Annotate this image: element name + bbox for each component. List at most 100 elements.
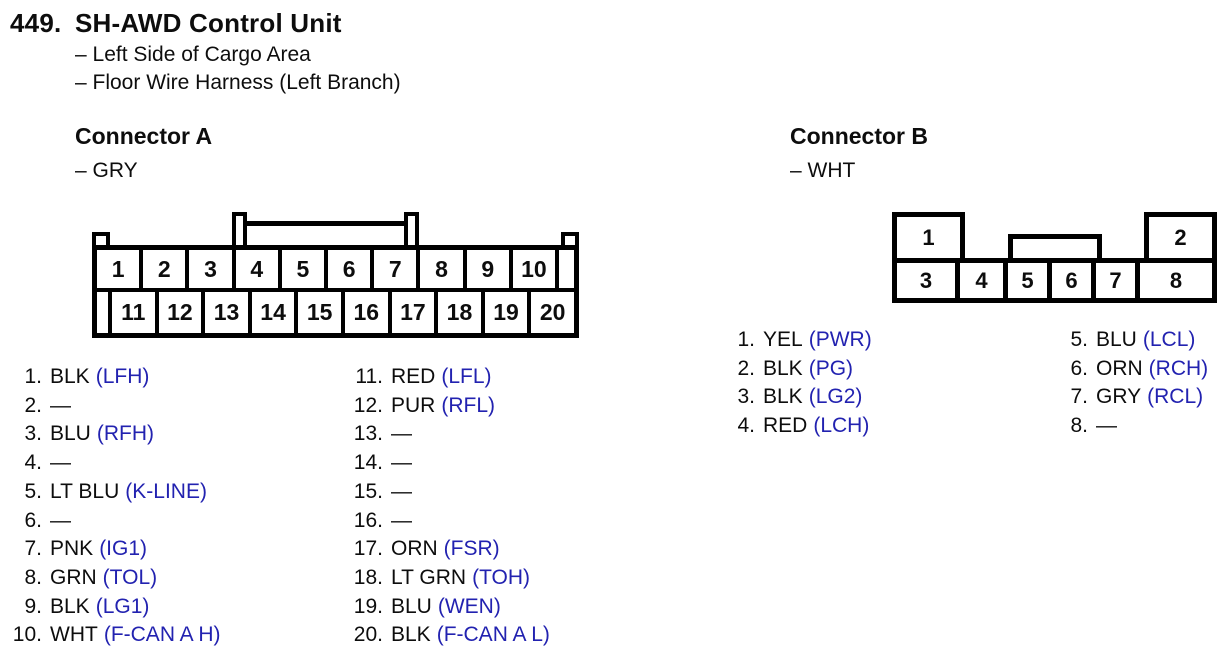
pin-signal-name: (F-CAN A L) — [436, 623, 550, 647]
pin-cavity-a17: 17 — [392, 292, 439, 333]
pin-row-b4: 4.RED(LCH) — [722, 412, 872, 441]
pin-row-a12: 12.PUR(RFL) — [346, 392, 550, 421]
pin-wire-color: BLK — [50, 365, 90, 388]
pin-number: 6. — [24, 508, 42, 532]
pin-row-b3: 3.BLK(LG2) — [722, 383, 872, 412]
pin-wire-color: LT BLU — [50, 479, 120, 503]
pin-row-a11: 11. RED(LFL) — [346, 363, 550, 392]
pin-cavity-a20: 20 — [531, 292, 574, 333]
pin-cavity-number: 7 — [1109, 267, 1122, 293]
pin-wire-color: BLU — [391, 594, 432, 618]
pin-row-b7: 7.GRY(RCL) — [1055, 383, 1208, 412]
pin-signal-name: (F-CAN A H) — [103, 623, 221, 647]
pin-row-b2: 2. BLK(PG) — [722, 355, 872, 384]
pin-cavity-number: 5 — [1021, 267, 1034, 293]
pin-row-a13: 13.— — [346, 420, 550, 449]
pin-cavity-number: 18 — [446, 299, 473, 325]
pin-number: 5. — [24, 479, 42, 503]
pin-row-b5: 5. BLU(LCL) — [1055, 326, 1208, 355]
pin-cavity-a8: 8 — [420, 250, 467, 288]
blank-cavity — [559, 250, 574, 288]
connector-a-pin-list-col1: 1.BLK(LFH)2.—3.BLU(RFH)4.—5.LT BLU(K-LIN… — [8, 363, 221, 650]
pin-row-a6: 6. — — [8, 507, 221, 536]
pin-cavity-number: 13 — [213, 299, 240, 325]
pin-cavity-number: 15 — [306, 299, 333, 325]
connector-a-corner-tab-right — [561, 232, 579, 245]
connector-a-title: Connector A — [75, 123, 213, 149]
pin-wire-color: WHT — [50, 623, 98, 647]
pin-row-a7: 7.PNK(IG1) — [8, 535, 221, 564]
connector-b-key-tab — [1008, 234, 1102, 263]
pin-wire-color: GRN — [50, 565, 97, 589]
pin-signal-name: (RFH) — [96, 422, 155, 446]
pin-row-a10: 10. WHT(F-CAN A H) — [8, 621, 221, 650]
pin-number: 1. — [24, 365, 42, 388]
pin-cavity-a14: 14 — [252, 292, 299, 333]
connector-b-pin-list-col2: 5. BLU(LCL) 6.ORN(RCH)7.GRY(RCL)8.— — [1055, 326, 1208, 441]
pin-signal-name: (LFL) — [441, 365, 492, 388]
pin-number: 19. — [353, 594, 383, 618]
pin-wire-color: RED — [763, 414, 808, 438]
pin-wire-color: — — [50, 393, 71, 417]
pin-row-b8: 8.— — [1055, 412, 1208, 441]
pin-wire-color: BLK — [763, 356, 803, 380]
pin-cavity-a9: 9 — [467, 250, 513, 288]
pin-wire-color: PNK — [50, 537, 94, 561]
pin-wire-color: ORN — [391, 537, 438, 561]
pin-wire-color: — — [50, 508, 71, 532]
pin-number: 2. — [24, 393, 42, 417]
pin-signal-name: (RCH) — [1148, 356, 1209, 380]
connector-b-heading: Connector B – WHT — [790, 123, 928, 183]
pin-cavity-number: 6 — [342, 255, 356, 282]
pin-cavity-number: 5 — [296, 255, 310, 282]
pin-row-a3: 3.BLU(RFH) — [8, 420, 221, 449]
pin-number: 10. — [12, 623, 42, 647]
pin-cavity-number: 2 — [157, 255, 171, 282]
pin-row-b6: 6.ORN(RCH) — [1055, 355, 1208, 384]
pin-row-a19: 19.BLU(WEN) — [346, 593, 550, 622]
pin-signal-name: (LCL) — [1142, 328, 1196, 351]
pin-wire-color: YEL — [763, 328, 803, 351]
pin-cavity-number: 1 — [111, 255, 125, 282]
page-title: SH-AWD Control Unit — [75, 8, 342, 38]
pin-wire-color: — — [391, 508, 412, 532]
pin-number: 15. — [353, 479, 383, 503]
pin-number: 9. — [24, 594, 42, 618]
pin-number: 14. — [353, 451, 383, 475]
pin-cavity-number: 4 — [975, 267, 988, 293]
pin-wire-color: RED — [391, 365, 436, 388]
pin-cavity-b4: 4 — [960, 263, 1008, 298]
pin-wire-color: — — [1096, 414, 1117, 438]
pin-wire-color: — — [391, 479, 412, 503]
pin-number: 3. — [24, 422, 42, 446]
pin-signal-name: (TOL) — [102, 565, 158, 589]
pin-cavity-b5: 5 — [1008, 263, 1052, 298]
pin-cavity-number: 10 — [521, 255, 547, 282]
pin-cavity-number: 12 — [167, 299, 193, 325]
location-lines: – Left Side of Cargo Area – Floor Wire H… — [75, 41, 401, 96]
connector-b-pin-list-col1: 1.YEL(PWR)2.BLK(PG)3.BLK(LG2)4.RED(LCH) — [722, 326, 872, 441]
pin-cavity-number: 16 — [353, 299, 380, 325]
pin-number: 5. — [1070, 328, 1088, 351]
pin-wire-color: PUR — [391, 393, 436, 417]
pin-cavity-a4: 4 — [236, 250, 282, 288]
pin-number: 3. — [737, 385, 755, 409]
pin-cavity-a7: 7 — [374, 250, 421, 288]
pin-cavity-number: 1 — [922, 224, 935, 250]
connector-a-lock-post-left — [232, 212, 247, 245]
pin-row-a8: 8.GRN(TOL) — [8, 564, 221, 593]
pin-wire-color: BLK — [763, 385, 803, 409]
pin-number: 11. — [355, 365, 383, 388]
pin-wire-color: BLK — [50, 594, 90, 618]
connector-a-lock-post-right — [404, 212, 419, 245]
pin-wire-color: BLK — [391, 623, 431, 647]
pin-signal-name: (PG) — [808, 356, 854, 380]
pin-row-a14: 14.— — [346, 449, 550, 478]
pin-number: 7. — [24, 537, 42, 561]
pin-number: 2. — [737, 356, 755, 380]
pin-number: 18. — [353, 565, 383, 589]
connector-b-color: – WHT — [790, 159, 856, 182]
pin-wire-color: BLU — [1096, 328, 1137, 351]
